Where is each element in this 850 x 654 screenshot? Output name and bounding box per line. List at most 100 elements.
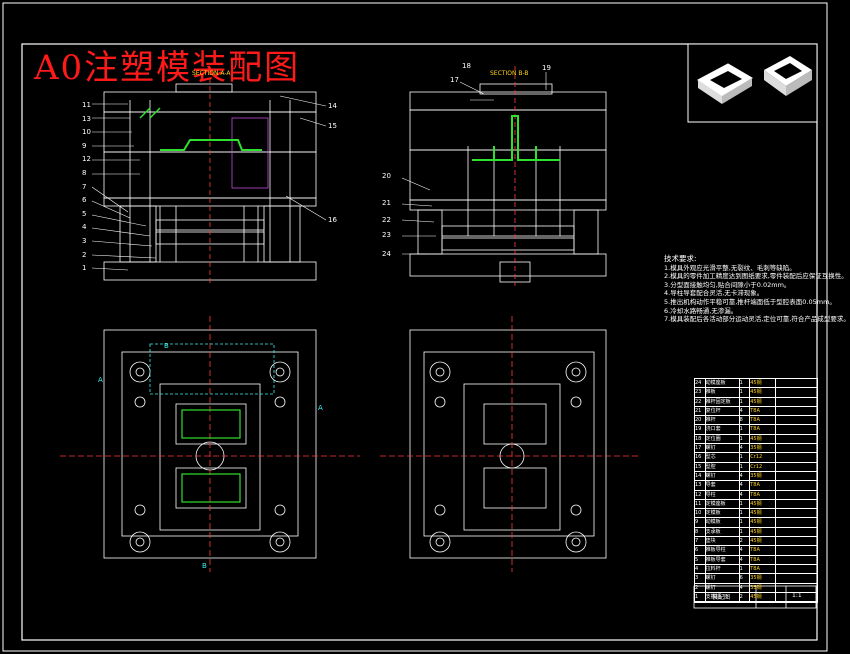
bom-cell — [776, 509, 817, 517]
bom-cell: 9 — [695, 518, 706, 527]
bom-cell: 导柱 — [706, 490, 740, 499]
part-label-17: 17 — [450, 76, 459, 84]
product-iso-2 — [764, 56, 812, 96]
bom-cell: 45钢 — [750, 509, 777, 518]
bom-cell: 10 — [695, 509, 706, 518]
view-mark-b-bottom: B — [202, 562, 207, 570]
part-label: 7 — [82, 182, 87, 191]
bb-product-outline — [472, 115, 560, 161]
view-mark-a-left: A — [98, 376, 103, 384]
tech-line: 1.模具外观应光滑平整,无裂纹、毛刺等缺陷。 — [664, 263, 796, 272]
section-bb-label: SECTION B-B — [490, 70, 529, 77]
outer-border — [2, 2, 828, 652]
bom-cell: 45钢 — [750, 379, 777, 388]
part-label-21: 21 — [382, 199, 391, 207]
bom-cell: 垫块 — [706, 537, 740, 546]
section-aa-label: SECTION A-A — [192, 70, 231, 77]
bom-cell: T8A — [750, 564, 777, 574]
bom-cell — [776, 463, 817, 471]
bom-cell: 定模座板 — [706, 499, 740, 509]
bom-cell: 6 — [740, 574, 751, 583]
bom-cell: 14 — [695, 471, 706, 481]
bom-cell: 35钢 — [750, 574, 777, 583]
bom-cell: 2 — [695, 583, 706, 592]
bom-cell: 1 — [740, 425, 751, 434]
bom-cell: 11 — [695, 499, 706, 509]
bom-cell: 19 — [695, 425, 706, 434]
tech-line: 4.导柱导套配合灵活,无卡滞现象。 — [664, 289, 764, 298]
part-label: 1 — [82, 264, 87, 273]
bom-cell: 1 — [740, 434, 751, 444]
bom-cell: 7 — [695, 537, 706, 546]
bom-cell: 8 — [695, 527, 706, 537]
bom-cell: 型芯 — [706, 453, 740, 462]
bom-cell: 推杆固定板 — [706, 397, 740, 406]
bom-cell: 1 — [740, 527, 751, 537]
bom-cell: 1 — [740, 462, 751, 471]
aa-cavity-outline — [160, 139, 262, 151]
part-label: 6 — [82, 196, 87, 205]
part-label-18: 18 — [462, 62, 471, 70]
bom-cell: 45钢 — [750, 434, 777, 444]
bom-cell: T8A — [750, 555, 777, 564]
bom-cell — [776, 481, 817, 489]
bom-cell: 1 — [740, 509, 751, 518]
drawing-svg — [2, 2, 828, 652]
section-aa-view — [103, 70, 317, 286]
bom-cell: 1 — [740, 453, 751, 462]
bom-cell: 螺钉 — [706, 471, 740, 481]
part-label: 10 — [82, 128, 91, 137]
aa-left-labels: 11 13 10 9 12 8 7 6 5 4 3 2 1 — [82, 99, 91, 276]
part-label: 13 — [82, 114, 91, 123]
part-label-15: 15 — [328, 122, 337, 130]
bom-cell: T8A — [750, 546, 777, 555]
bom-cell: 8 — [740, 416, 751, 425]
view-mark-a-right: A — [318, 404, 323, 412]
bom-cell: 15 — [695, 462, 706, 471]
bom-cell: 18 — [695, 434, 706, 444]
section-bb-view — [409, 66, 607, 286]
bom-cell: 浇口套 — [706, 425, 740, 434]
bom-cell: 复位杆 — [706, 406, 740, 416]
bom-cell: 2 — [740, 537, 751, 546]
bom-cell: 45钢 — [750, 592, 777, 602]
bom-cell: 螺钉 — [706, 583, 740, 592]
bom-cell: 4 — [740, 444, 751, 453]
bom-cell: 1 — [740, 518, 751, 527]
bom-cell: 23 — [695, 388, 706, 397]
bom-cell: 动模板 — [706, 518, 740, 527]
bom-cell: 4 — [740, 471, 751, 481]
bom-cell: 推杆 — [706, 416, 740, 425]
bom-cell — [776, 518, 817, 526]
bom-cell — [776, 556, 817, 564]
bom-cell — [776, 388, 817, 396]
bom-cell: 13 — [695, 481, 706, 490]
bom-cell: 4 — [740, 555, 751, 564]
bom-cell: 20 — [695, 416, 706, 425]
bom-cell: 22 — [695, 397, 706, 406]
bom-cell: 4 — [740, 546, 751, 555]
bom-cell: T8A — [750, 416, 777, 425]
bom-cell: T8A — [750, 406, 777, 416]
view-mark-b-top: B — [164, 342, 169, 350]
bom-cell: 1 — [740, 499, 751, 509]
bom-cell: 6 — [695, 546, 706, 555]
title-block-name: 装配图 — [712, 594, 731, 601]
bom-cell: 35钢 — [750, 471, 777, 481]
plan-dashed-cyan — [149, 343, 275, 395]
bom-cell — [776, 435, 817, 443]
plan-view-moving-half — [60, 316, 360, 572]
bom-cell: 支承板 — [706, 527, 740, 537]
plan-view-fixed-half — [380, 316, 640, 572]
bom-cell: 4 — [740, 481, 751, 490]
